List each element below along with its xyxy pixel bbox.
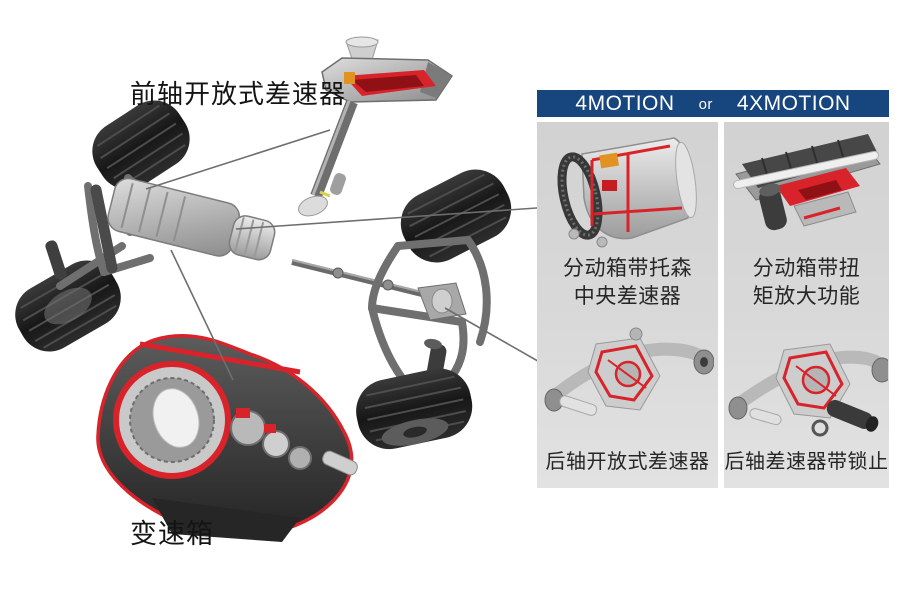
front-axle-icon [15, 100, 276, 352]
front-diff-icon [298, 36, 454, 217]
front-upper-wheel-icon [92, 100, 190, 190]
transfer-case-torque-label: 分动箱带扭 矩放大功能 [752, 257, 861, 308]
header-4xmotion: 4XMOTION [736, 91, 851, 115]
rear-open-diff-label: 后轴开放式差速器 [545, 451, 710, 473]
front-diff-label: 前轴开放式差速器 [130, 79, 347, 109]
rear-upper-wheel-icon [400, 169, 512, 263]
front-lower-wheel-icon [15, 260, 121, 352]
chassis-gearbox-icon [107, 177, 276, 261]
rear-open-diff-icon [537, 314, 718, 440]
header-4motion: 4MOTION [575, 91, 675, 115]
leader-gearbox [170, 249, 234, 381]
transfer-case-torque-icon [724, 126, 889, 254]
gearbox-cutaway-icon [96, 333, 358, 542]
rear-locking-diff-label: 后轴差速器带锁止 [724, 451, 889, 473]
leader-front-diff [145, 129, 331, 190]
transfer-case-torsen-label: 分动箱带托森 中央差速器 [563, 257, 692, 308]
gearbox-label: 变速箱 [130, 519, 214, 549]
column-4xmotion: 分动箱带扭 矩放大功能 [724, 122, 889, 488]
rear-locking-diff-icon [724, 314, 889, 440]
rear-lower-wheel-icon [356, 368, 473, 450]
column-4motion: 分动箱带托森 中央差速器 [537, 122, 718, 488]
transfer-case-torsen-icon [537, 126, 718, 254]
motion-panel: 4MOTION or 4XMOTION [537, 90, 889, 488]
leader-transfer-case [235, 206, 552, 230]
rear-axle-icon [356, 169, 512, 450]
propshaft-icon [291, 259, 439, 301]
panel-header: 4MOTION or 4XMOTION [537, 90, 889, 117]
header-or: or [698, 96, 713, 113]
